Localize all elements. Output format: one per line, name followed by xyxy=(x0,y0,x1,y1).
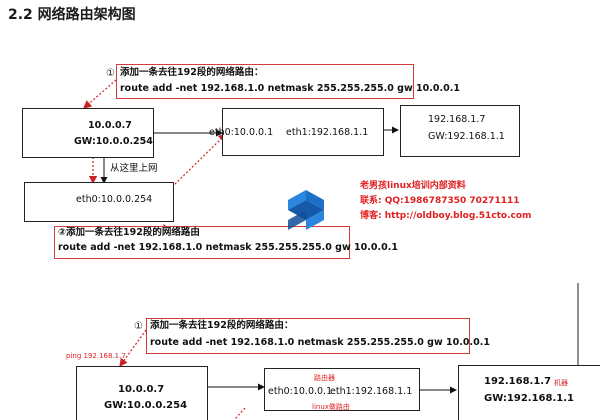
bottom-host-a-box xyxy=(76,366,208,420)
from-here-label: 从这里上网 xyxy=(110,163,158,174)
bottom-router-box xyxy=(264,368,420,411)
gateway-box xyxy=(24,182,174,222)
bottom-route-note xyxy=(146,318,470,354)
route-note-2-command: route add -net 192.168.1.0 netmask 255.2… xyxy=(58,242,398,253)
route-note-2-number: ② xyxy=(58,227,67,238)
bottom-router-eth1: eth1:192.168.1.1 xyxy=(330,386,413,397)
watermark-line-2: 联系: QQ:1986787350 70271111 xyxy=(360,196,520,206)
watermark-line-1: 老男孩linux培训内部资料 xyxy=(360,181,466,191)
host-b-gw: GW:192.168.1.1 xyxy=(428,131,505,142)
bottom-host-b-gw: GW:192.168.1.1 xyxy=(484,393,574,404)
route-note-1-title: 添加一条去往192段的网络路由： xyxy=(120,67,264,78)
route-note-2-title: ②添加一条去往192段的网络路由 xyxy=(58,227,200,239)
route-note-1-number: ① xyxy=(106,68,115,79)
bottom-route-note-command: route add -net 192.168.1.0 netmask 255.2… xyxy=(150,337,490,348)
host-a-gw: GW:10.0.0.254 xyxy=(74,136,153,147)
bottom-router-eth0: eth0:10.0.0.1 xyxy=(268,386,333,397)
bottom-host-b-box xyxy=(458,365,600,420)
watermark-line-3: 博客: http://oldboy.blog.51cto.com xyxy=(360,211,532,221)
router-label: 路由器 xyxy=(314,374,335,382)
page-title: 2.2 网络路由架构图 xyxy=(8,7,136,23)
ping-label: ping 192.168.1.7 xyxy=(66,352,126,360)
red-arrow-gateway-to-router xyxy=(171,133,227,188)
red-arrow-bottom-down xyxy=(234,407,246,419)
host-a-box xyxy=(22,108,154,158)
machine-label: 机器 xyxy=(554,379,568,387)
bottom-host-a-ip: 10.0.0.7 xyxy=(118,384,165,395)
logo-icon xyxy=(288,190,324,230)
host-b-ip: 192.168.1.7 xyxy=(428,114,486,125)
host-b-box xyxy=(400,105,520,157)
bottom-route-note-number: ① xyxy=(134,321,143,332)
red-arrow-bottom-note-to-hostA xyxy=(119,329,147,367)
router-box xyxy=(222,108,384,156)
router-eth1: eth1:192.168.1.1 xyxy=(286,127,369,138)
bottom-host-a-gw: GW:10.0.0.254 xyxy=(104,400,188,411)
bottom-route-note-title: 添加一条去往192段的网络路由： xyxy=(150,320,294,331)
route-note-1 xyxy=(116,64,414,99)
router-sublabel: linux做路由 xyxy=(312,403,350,411)
gateway-eth0: eth0:10.0.0.254 xyxy=(76,194,153,205)
host-a-ip: 10.0.0.7 xyxy=(88,120,132,131)
red-arrow-note1-to-hostA xyxy=(83,79,117,109)
bottom-host-b-ip: 192.168.1.7 xyxy=(484,376,552,387)
router-eth0: eth0:10.0.0.1 xyxy=(209,127,274,138)
route-note-2 xyxy=(54,226,350,259)
route-note-1-command: route add -net 192.168.1.0 netmask 255.2… xyxy=(120,83,460,94)
route-note-2-title-text: 添加一条去往192段的网络路由 xyxy=(66,227,200,238)
